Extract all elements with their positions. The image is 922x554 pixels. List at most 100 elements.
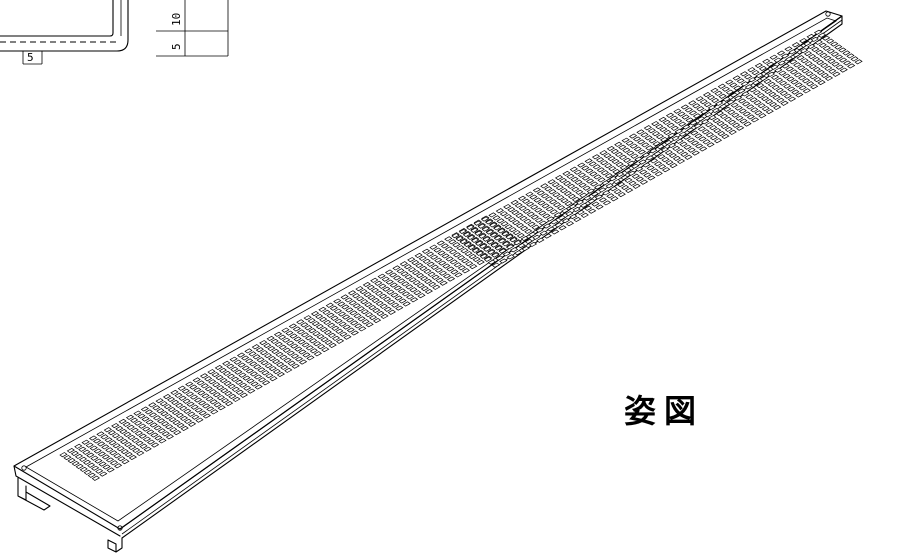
perforation-hole — [727, 109, 736, 115]
perforation-hole — [490, 242, 499, 248]
perforation-hole — [244, 348, 253, 354]
perforation-hole — [236, 352, 246, 358]
perforation-hole — [198, 400, 207, 406]
perforation-hole — [111, 433, 121, 439]
perforation-hole — [630, 153, 639, 159]
perforation-hole — [171, 409, 180, 416]
perforation-hole — [389, 282, 398, 288]
perforation-hole — [364, 312, 374, 318]
perforation-hole — [302, 352, 311, 358]
perforation-hole — [736, 125, 745, 131]
perforation-hole — [814, 39, 823, 45]
perforation-hole — [118, 418, 127, 425]
perforation-hole — [323, 319, 332, 325]
perforation-hole — [806, 81, 815, 87]
perforation-hole — [308, 328, 317, 334]
perforation-hole — [127, 434, 136, 440]
perforation-hole — [392, 265, 401, 271]
perforation-hole — [116, 446, 125, 452]
perforation-hole — [503, 214, 513, 220]
perforation-hole — [175, 402, 184, 408]
perforation-hole — [495, 255, 504, 261]
perforation-hole — [211, 372, 220, 378]
perforation-hole — [107, 430, 116, 436]
perforation-hole — [478, 243, 488, 249]
perforation-hole — [286, 350, 295, 356]
perforation-hole — [662, 119, 671, 125]
perforation-hole — [683, 144, 692, 150]
perforation-hole — [842, 50, 851, 56]
perforation-hole — [733, 95, 743, 101]
perforation-hole — [579, 192, 588, 198]
perforation-hole — [259, 340, 268, 346]
perforation-hole — [755, 72, 764, 79]
perforation-hole — [386, 289, 395, 295]
perforation-hole — [448, 249, 458, 255]
perforation-hole — [363, 291, 372, 298]
perforation-hole — [474, 240, 484, 246]
perforation-hole — [583, 195, 592, 201]
perforation-hole — [491, 262, 501, 268]
corner-bolt — [21, 465, 27, 471]
perforation-hole — [238, 372, 247, 378]
perforation-hole — [761, 106, 770, 112]
perforation-hole — [303, 315, 312, 321]
perforation-hole — [439, 280, 448, 286]
perforation-hole — [390, 292, 399, 298]
perforation-hole — [487, 259, 496, 265]
perforation-hole — [158, 438, 167, 444]
perforation-hole — [770, 74, 780, 80]
perforation-hole — [273, 331, 283, 337]
perforation-hole — [282, 347, 291, 353]
perforation-hole — [762, 68, 772, 74]
perforation-hole — [522, 208, 531, 214]
perforation-hole — [546, 226, 556, 232]
perforation-hole — [828, 68, 837, 74]
perforation-hole — [602, 190, 611, 196]
perforation-hole — [124, 441, 133, 448]
perforation-hole — [222, 360, 231, 366]
perforation-hole — [74, 443, 83, 449]
perforation-hole — [551, 229, 560, 235]
perforation-hole — [695, 143, 704, 149]
perforation-hole — [453, 262, 462, 268]
perforation-hole — [589, 181, 599, 187]
perforation-hole — [479, 253, 488, 259]
perforation-hole — [341, 314, 351, 320]
perforation-hole — [732, 122, 741, 128]
perforation-hole — [230, 376, 240, 382]
perforation-hole — [681, 114, 690, 120]
perforation-hole — [348, 300, 357, 306]
perforation-hole — [119, 428, 128, 435]
perforation-hole — [616, 171, 625, 178]
perforation-hole — [725, 89, 735, 95]
perforation-hole — [407, 267, 417, 273]
perforation-hole — [87, 462, 96, 468]
perforation-hole — [826, 48, 835, 54]
perforation-hole — [571, 196, 581, 202]
perforation-hole — [276, 361, 285, 368]
perforation-hole — [550, 219, 559, 225]
perforation-hole — [834, 44, 843, 50]
perforation-hole — [195, 417, 204, 423]
perforation-hole — [309, 348, 318, 354]
perforation-hole — [608, 166, 617, 172]
perforation-hole — [270, 338, 279, 344]
perforation-hole — [684, 154, 693, 160]
perforation-hole — [192, 377, 201, 383]
perforation-hole — [189, 394, 199, 400]
perforation-hole — [113, 463, 123, 469]
perforation-hole — [458, 228, 467, 235]
perforation-hole — [687, 147, 696, 153]
perforation-hole — [411, 270, 421, 276]
perforation-hole — [676, 158, 686, 164]
perforation-hole — [450, 269, 459, 275]
perforation-hole — [156, 418, 166, 424]
perforation-hole — [556, 195, 565, 201]
perforation-hole — [343, 334, 352, 340]
perforation-hole — [765, 109, 774, 115]
perforation-hole — [820, 62, 829, 68]
perforation-hole — [756, 93, 766, 99]
perforation-hole — [540, 193, 550, 199]
perforation-hole — [593, 174, 602, 180]
